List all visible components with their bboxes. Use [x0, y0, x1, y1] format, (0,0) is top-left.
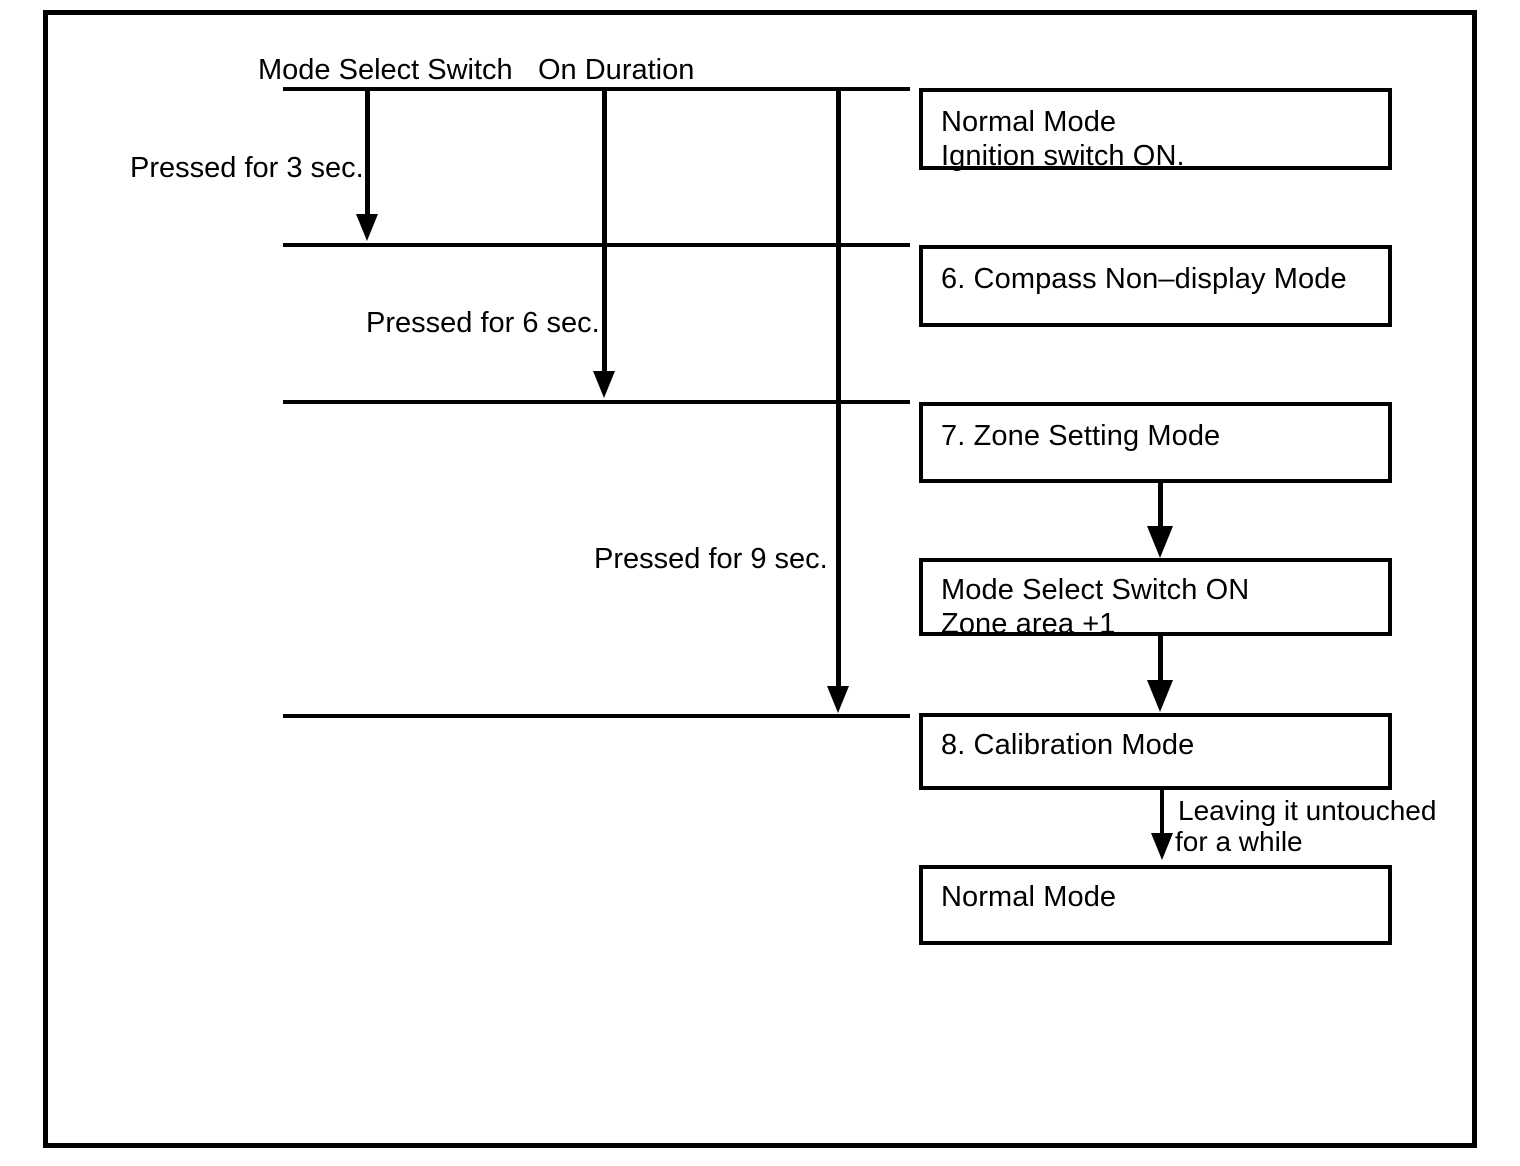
annotation-leaving-untouched-line2: for a while [1175, 826, 1303, 857]
column-header-on-duration: On Duration [538, 54, 695, 86]
box-line: Normal Mode [941, 106, 1117, 138]
outer-frame [43, 10, 1477, 1148]
box-normal-mode-final: Normal Mode [919, 865, 1392, 945]
flow-arrow-switch-to-calibration-shaft [1158, 636, 1163, 681]
box-line: 6. Compass Non–display Mode [941, 263, 1347, 295]
flow-arrow-calibration-to-normal-shaft [1160, 790, 1164, 837]
press-label-6sec: Pressed for 6 sec. [366, 307, 600, 339]
duration-arrow-3sec-shaft [365, 89, 370, 216]
box-zone-setting-mode: 7. Zone Setting Mode [919, 402, 1392, 483]
flow-arrow-zone-to-switch-head [1147, 526, 1173, 558]
timeline-rule-top [283, 87, 910, 91]
box-normal-mode-ignition: Normal Mode Ignition switch ON. [919, 88, 1392, 172]
flow-arrow-zone-to-switch-shaft [1158, 483, 1163, 528]
flow-arrow-switch-to-calibration-head [1147, 680, 1173, 712]
box-compass-non-display-mode: 6. Compass Non–display Mode [919, 245, 1392, 327]
duration-arrow-6sec-shaft [602, 89, 607, 373]
box-line: 7. Zone Setting Mode [941, 420, 1221, 452]
box-line: Ignition switch ON. [941, 140, 1185, 172]
press-label-9sec: Pressed for 9 sec. [594, 543, 828, 575]
flow-arrow-calibration-to-normal-head [1151, 833, 1173, 860]
box-mode-select-switch-on: Mode Select Switch ON Zone area +1 [919, 558, 1392, 640]
press-label-3sec: Pressed for 3 sec. [130, 152, 364, 184]
box-line: Mode Select Switch ON [941, 574, 1250, 606]
duration-arrow-9sec-head [827, 686, 849, 713]
timeline-rule-3sec [283, 243, 910, 247]
annotation-leaving-untouched-line1: Leaving it untouched [1178, 795, 1437, 826]
duration-arrow-9sec-shaft [836, 89, 841, 688]
box-calibration-mode: 8. Calibration Mode [919, 713, 1392, 790]
duration-arrow-6sec-head [593, 371, 615, 398]
column-header-mode-select-switch: Mode Select Switch [258, 54, 513, 86]
timeline-rule-6sec [283, 400, 910, 404]
duration-arrow-3sec-head [356, 214, 378, 241]
box-line: 8. Calibration Mode [941, 729, 1195, 761]
box-line: Zone area +1 [941, 608, 1116, 640]
box-line: Normal Mode [941, 881, 1117, 913]
timeline-rule-9sec [283, 714, 910, 718]
